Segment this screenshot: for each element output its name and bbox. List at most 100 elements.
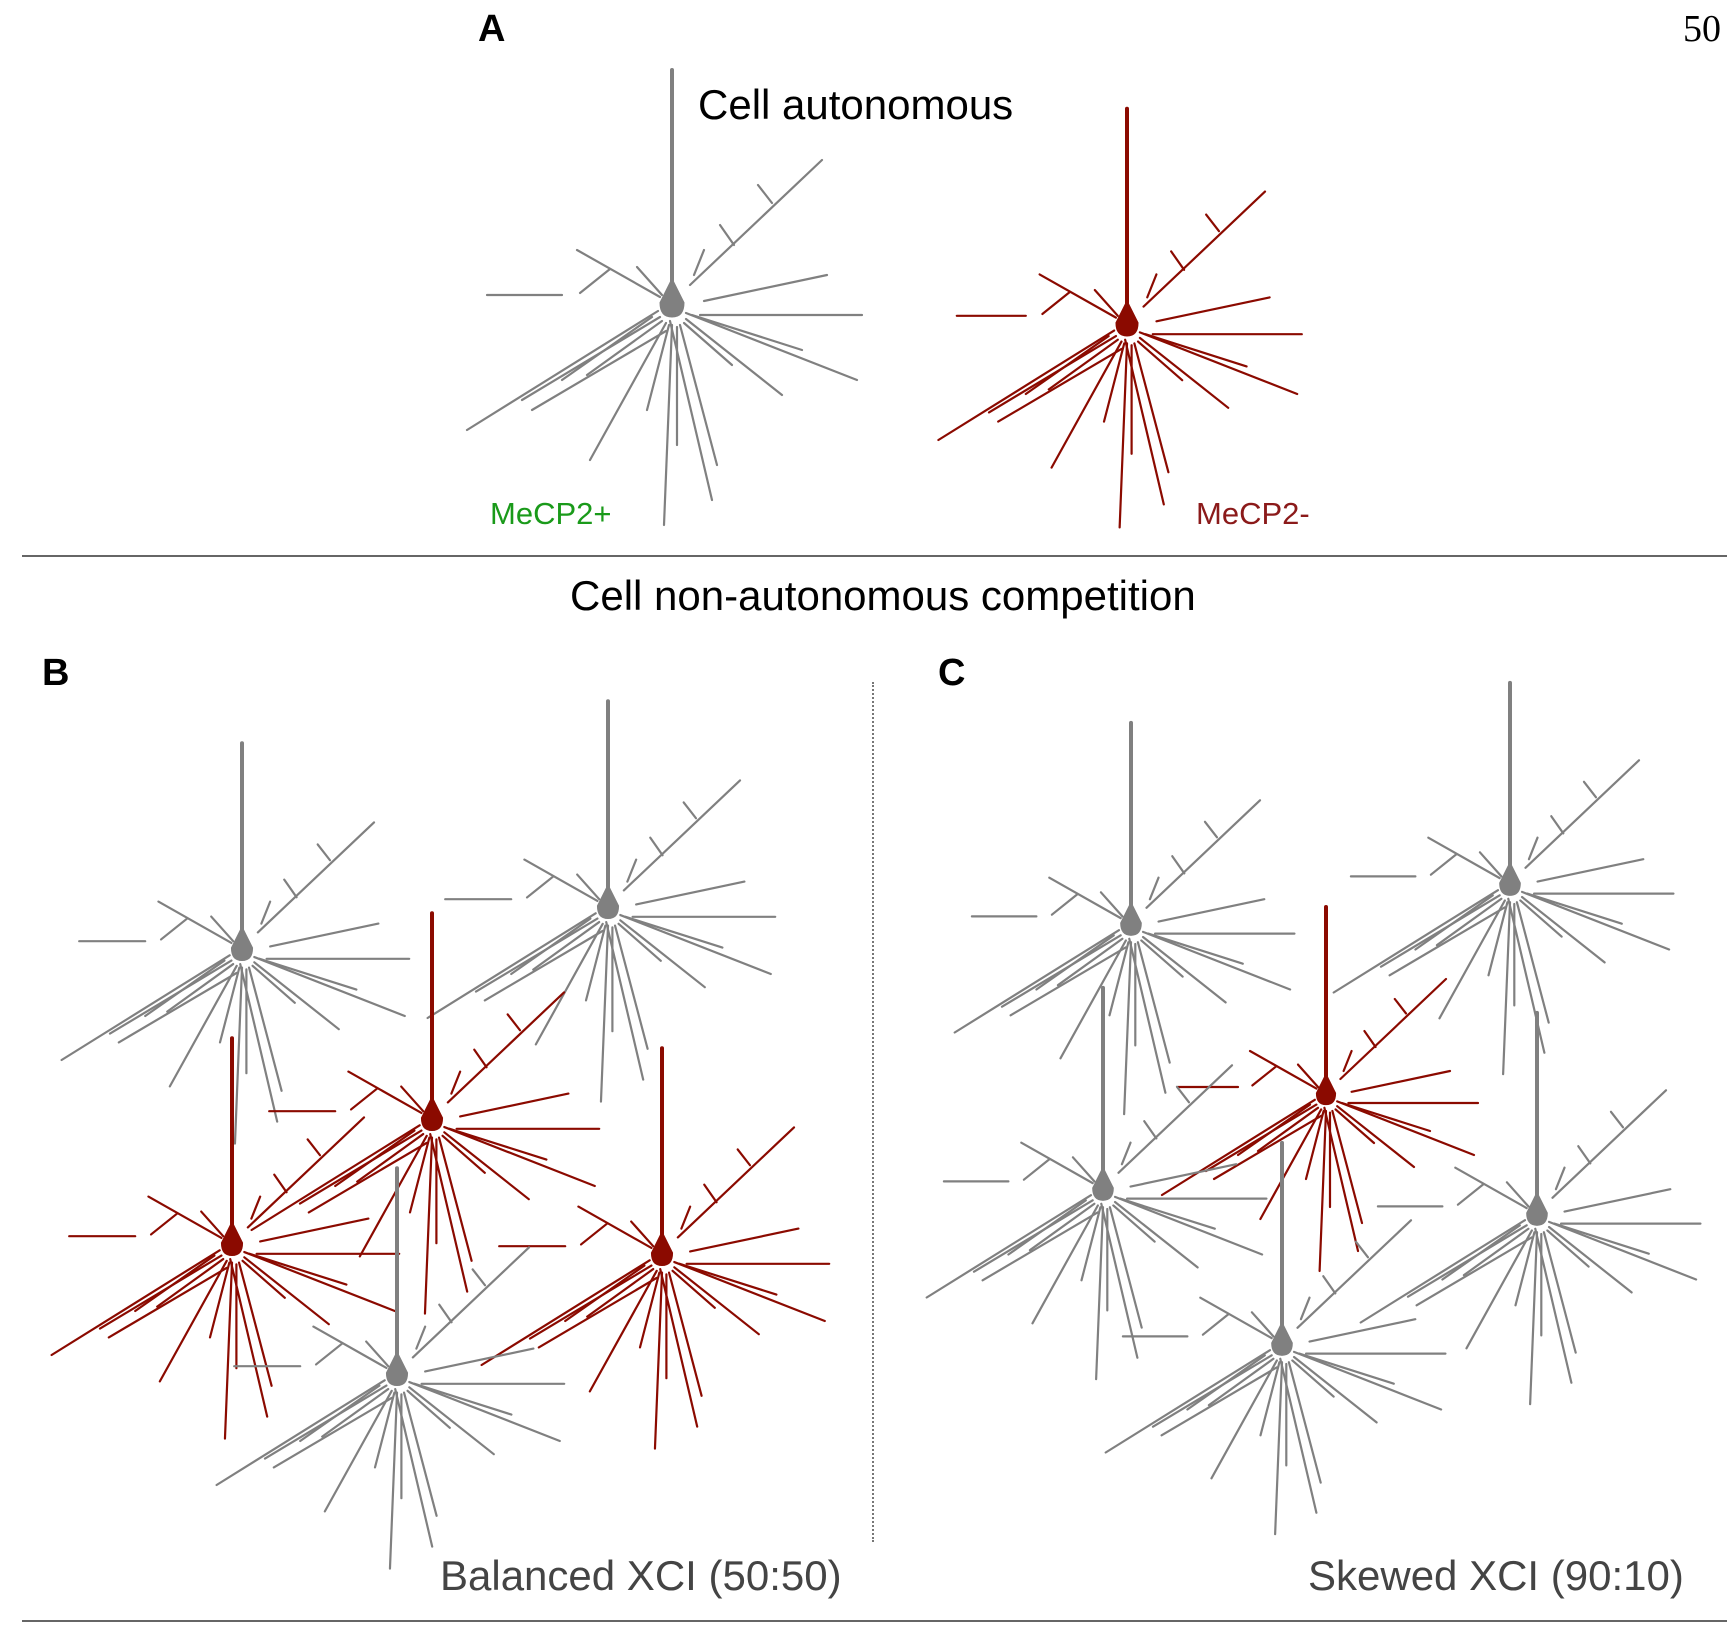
panel-a-title: Cell autonomous: [698, 81, 1014, 128]
dendrite: [659, 1267, 699, 1428]
dendrite: [1113, 1200, 1199, 1269]
dendrite: [649, 836, 664, 857]
dendrite: [530, 329, 668, 412]
dendrite: [1478, 851, 1503, 878]
dendrite: [1279, 1357, 1318, 1514]
dendrite: [450, 1070, 462, 1095]
dendrite: [1141, 935, 1227, 1004]
panel-b-wildtype-neuron-6: [215, 1166, 566, 1570]
dendrite: [635, 880, 746, 906]
dendrite: [564, 1264, 646, 1323]
dendrite: [1120, 1141, 1132, 1166]
dendrite: [1487, 901, 1509, 977]
dendrite: [678, 323, 719, 467]
dendrite: [1308, 1318, 1417, 1343]
panel-a-letter: A: [478, 8, 506, 50]
dendrite: [1298, 1352, 1395, 1385]
dendrite: [680, 1205, 692, 1230]
dendrite: [532, 920, 601, 971]
dendrite: [144, 959, 226, 1018]
dendrite: [388, 1391, 399, 1570]
dendrite: [260, 900, 272, 925]
dendrite: [1205, 213, 1221, 233]
dendrite: [424, 1347, 535, 1373]
dendrite: [400, 1085, 425, 1113]
dendrite: [1035, 934, 1115, 991]
dendrite: [1199, 1296, 1273, 1340]
dendrite: [981, 1211, 1099, 1282]
dendrite: [1186, 1354, 1266, 1411]
dendrite: [1056, 937, 1124, 987]
dendrite: [408, 1136, 431, 1214]
dendrite: [443, 1131, 530, 1201]
panel-c-caption: Skewed XCI (90:10): [1308, 1552, 1684, 1599]
dendrite: [134, 1254, 216, 1313]
dendrite: [1146, 273, 1158, 299]
dendrite: [506, 1013, 522, 1032]
dendrite: [117, 971, 238, 1044]
dendrite: [560, 315, 654, 382]
dendrite: [684, 311, 859, 382]
dendrite: [1465, 1229, 1533, 1350]
soma: [1092, 1166, 1114, 1201]
dendrite: [534, 922, 604, 1046]
dendrite: [1515, 901, 1550, 1024]
dendrite: [272, 1396, 393, 1469]
dendrite: [1118, 342, 1129, 529]
dendrite: [1415, 1236, 1533, 1307]
dendrite: [208, 1261, 231, 1339]
dendrite: [525, 875, 555, 899]
dendrite: [1287, 1361, 1322, 1484]
dendrite: [1502, 901, 1512, 1076]
soma: [1115, 299, 1139, 337]
dendrite: [1136, 941, 1171, 1064]
dendrite: [1438, 899, 1506, 1020]
dendrite: [588, 1269, 658, 1393]
dendrite: [690, 313, 804, 352]
dendrite: [1318, 1109, 1328, 1273]
dendrite: [1155, 296, 1271, 323]
dendrite: [250, 1195, 262, 1220]
dendrite: [684, 317, 784, 397]
dendrite: [682, 801, 698, 820]
dendrite: [523, 858, 599, 903]
dendrite: [1048, 876, 1122, 920]
dendrite: [438, 1303, 453, 1324]
dendrite: [619, 913, 772, 976]
dendrite: [1582, 780, 1598, 799]
dendrite: [149, 1212, 179, 1236]
dendrite: [537, 1276, 658, 1349]
dendrite: [1534, 1227, 1573, 1384]
dendrite: [1119, 1197, 1216, 1230]
dendrite: [1138, 331, 1299, 396]
dendrite: [239, 962, 279, 1123]
dendrite: [1550, 815, 1565, 835]
dendrite: [306, 1138, 322, 1157]
dendrite: [218, 966, 241, 1044]
dendrite: [248, 1252, 348, 1286]
dendrite: [1551, 1089, 1668, 1199]
dendrite: [473, 1048, 488, 1069]
dendrite: [107, 1266, 228, 1339]
dendrite: [1207, 1357, 1275, 1407]
dendrite: [356, 1132, 425, 1183]
panel-c-wildtype-neuron-6: [1104, 1140, 1447, 1536]
dendrite: [1334, 1108, 1376, 1145]
dendrite: [667, 1271, 703, 1397]
dendrite: [1519, 899, 1563, 938]
dendrite: [283, 878, 298, 899]
panel-b-mutant-neuron-3: [250, 911, 601, 1315]
dendrite: [1028, 1202, 1096, 1252]
panel-c-wildtype-neuron-4: [925, 985, 1268, 1381]
panel-b-wildtype-neuron-1: [60, 741, 411, 1145]
divider-top: [22, 555, 1727, 557]
dendrite: [1136, 340, 1184, 382]
dendrite: [937, 329, 1116, 442]
dendrite: [200, 1210, 225, 1238]
dendrite: [1332, 889, 1500, 994]
dendrite: [1009, 946, 1127, 1017]
dendrite: [259, 1217, 370, 1243]
dendrite: [1359, 1219, 1527, 1324]
dendrite: [1041, 290, 1072, 316]
